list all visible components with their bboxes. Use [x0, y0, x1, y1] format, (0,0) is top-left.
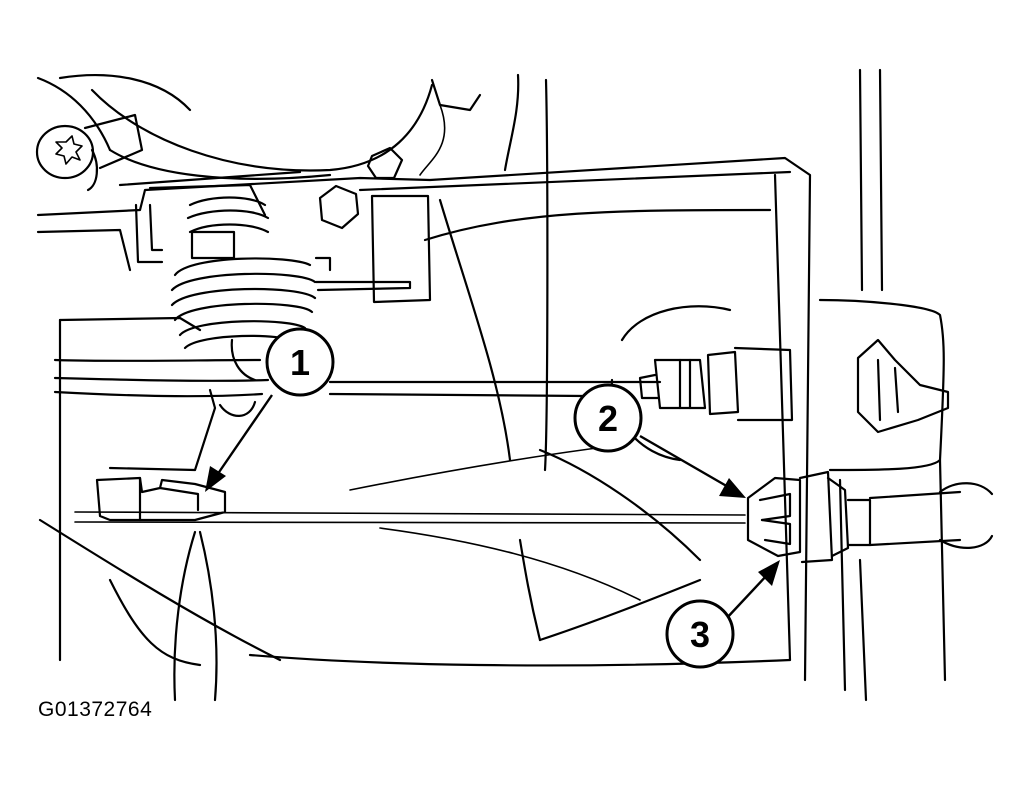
detail-magnifier: [610, 305, 794, 462]
cable-bracket-plate: [314, 194, 432, 304]
callout-3: 3: [665, 560, 780, 669]
manifold-contours: [349, 198, 772, 642]
callout-2-label: 2: [598, 398, 618, 439]
throttle-lever: [53, 338, 270, 472]
cable-end-fitting: [95, 476, 227, 522]
callout-2: 2: [573, 383, 746, 498]
throttle-cable: [74, 380, 746, 524]
return-spring: [134, 196, 317, 350]
pointer-blade: [173, 530, 218, 702]
callout-1: 1: [205, 327, 335, 492]
cable-adjuster: [746, 470, 994, 564]
mounting-clip: [818, 68, 950, 702]
callout-1-label: 1: [290, 342, 310, 383]
hex-bolt: [318, 146, 404, 230]
callout-3-label: 3: [690, 614, 710, 655]
torx-screw: [35, 113, 144, 192]
throttle-body-housing: [36, 73, 549, 472]
figure-id-label: G01372764: [38, 698, 153, 721]
